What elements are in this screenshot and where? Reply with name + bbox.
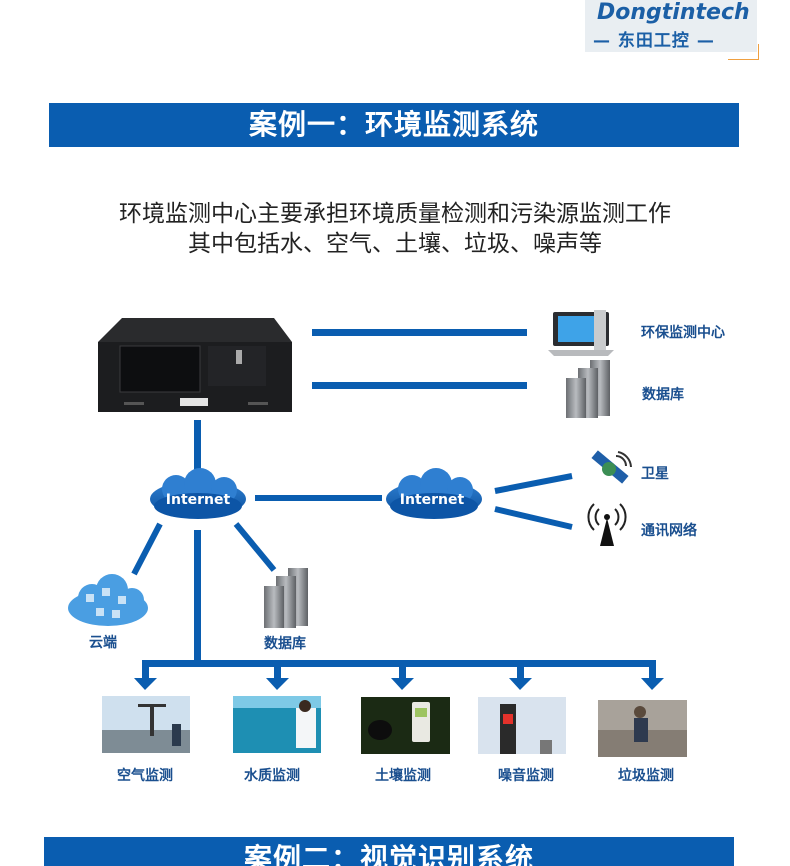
label-satellite: 卫星 <box>641 466 669 482</box>
label-garbage-monitoring: 垃圾监测 <box>618 768 674 784</box>
banner-title-two: 案例二：视觉识别系统 <box>243 842 534 866</box>
intro-line-1: 环境监测中心主要承担环境质量检测和污染源监测工作 <box>119 201 671 227</box>
brand-logo: Dongtintech — 东田工控 — <box>585 0 757 52</box>
label-noise-monitoring: 噪音监测 <box>498 768 554 784</box>
cloud-storage-icon <box>68 574 148 626</box>
label-cloud: 云端 <box>89 635 117 651</box>
label-air-monitoring: 空气监测 <box>117 768 173 784</box>
monitor-icon <box>548 310 614 356</box>
section-banner-case-one: 案例一：环境监测系统 <box>49 103 739 147</box>
photo-air-monitoring <box>102 696 190 753</box>
section-banner-case-two: 案例二：视觉识别系统 <box>44 837 734 866</box>
label-database-right: 数据库 <box>642 387 684 403</box>
internet-cloud-right <box>386 468 482 519</box>
logo-brand-text: Dongtintech <box>597 0 750 25</box>
banner-title: 案例一：环境监测系统 <box>248 108 539 141</box>
internet-label-right: Internet <box>400 492 465 508</box>
database-server-icon <box>566 360 610 418</box>
photo-water-monitoring <box>233 696 321 753</box>
internet-cloud-left <box>150 468 246 519</box>
intro-line-2: 其中包括水、空气、土壤、垃圾、噪声等 <box>188 231 602 257</box>
industrial-computer-icon <box>98 318 292 412</box>
label-water-monitoring: 水质监测 <box>244 768 300 784</box>
photo-garbage-monitoring <box>598 700 687 757</box>
bus-branches <box>134 660 664 690</box>
label-soil-monitoring: 土壤监测 <box>375 768 431 784</box>
label-env-monitoring-center: 环保监测中心 <box>641 325 725 341</box>
label-database-middle: 数据库 <box>264 636 306 652</box>
satellite-icon <box>591 450 632 484</box>
logo-sub-text: — 东田工控 — <box>593 31 715 51</box>
photo-soil-monitoring <box>361 697 450 754</box>
database-server-icon-middle <box>264 568 308 628</box>
logo-corner-decoration <box>728 44 759 60</box>
signal-tower-icon <box>587 503 627 546</box>
internet-label-left: Internet <box>166 492 231 508</box>
label-comm-network: 通讯网络 <box>641 523 697 539</box>
photo-noise-monitoring <box>478 697 566 754</box>
